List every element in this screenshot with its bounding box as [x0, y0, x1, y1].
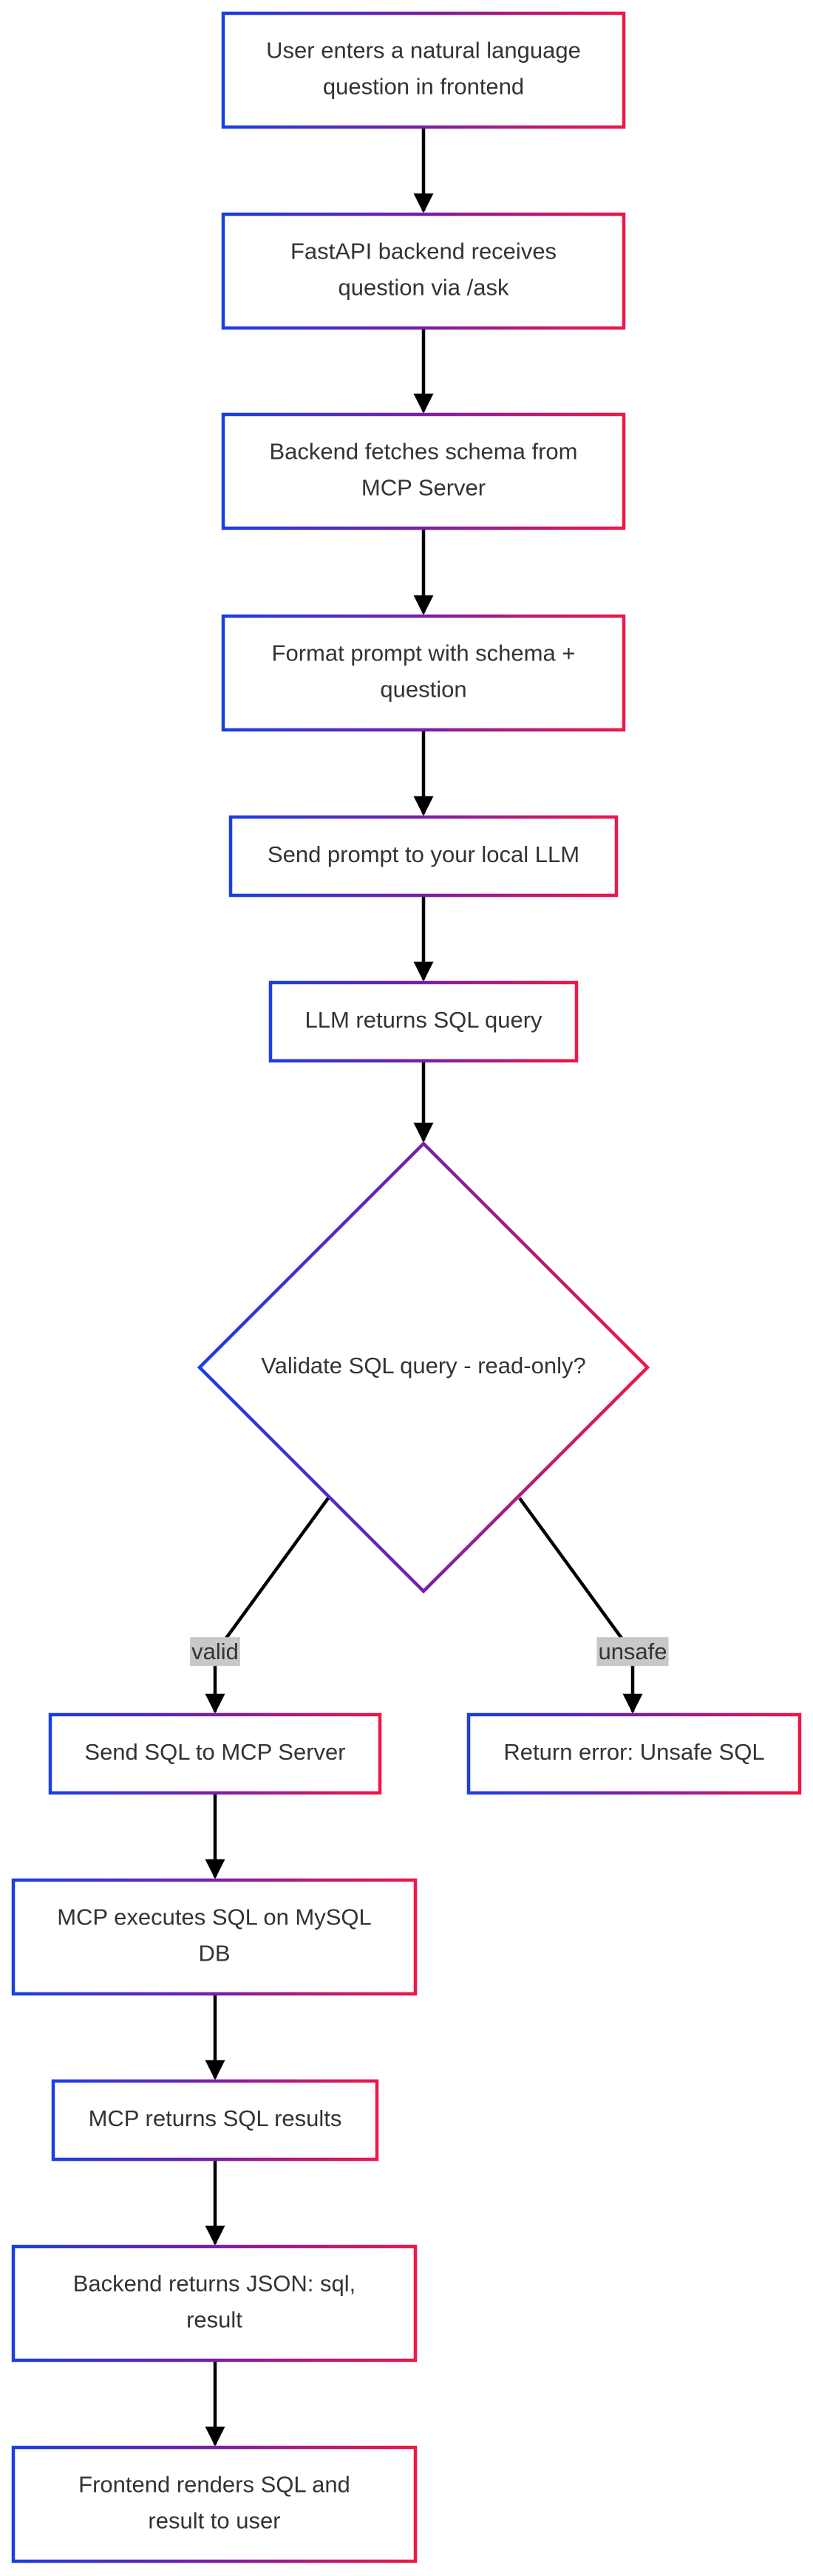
node-label-line: Send SQL to MCP Server: [84, 1739, 345, 1765]
process-box: [11, 2445, 418, 2563]
node-label: MCP executes SQL on MySQL DB: [57, 1904, 372, 1967]
node-n5: Send prompt to your local LLM: [228, 815, 619, 898]
node-label-line: MCP executes SQL on MySQL: [57, 1904, 372, 1930]
node-label: Frontend renders SQL and result to user: [78, 2472, 350, 2534]
nodes-layer: User enters a natural language question i…: [11, 11, 802, 2563]
node-label: User enters a natural language question i…: [266, 38, 581, 100]
process-box: [221, 11, 626, 129]
node-n12: Backend returns JSON: sql, result: [11, 2244, 418, 2363]
node-label: Validate SQL query - read-only?: [261, 1353, 585, 1378]
node-n9: Return error: Unsafe SQL: [466, 1712, 802, 1795]
node-label-line: Validate SQL query - read-only?: [261, 1353, 585, 1378]
node-label: Return error: Unsafe SQL: [503, 1739, 764, 1765]
node-label: Send SQL to MCP Server: [84, 1739, 345, 1765]
node-label-line: DB: [198, 1941, 230, 1967]
node-label-line: result: [186, 2307, 242, 2333]
node-label: FastAPI backend receives question via /as…: [290, 239, 557, 301]
node-n11: MCP returns SQL results: [51, 2079, 379, 2162]
process-box: [51, 2079, 379, 2162]
node-n8: Send SQL to MCP Server: [48, 1712, 382, 1795]
node-label: Send prompt to your local LLM: [268, 841, 579, 867]
node-label-line: MCP returns SQL results: [89, 2105, 342, 2131]
edge-n7-n8: [205, 1497, 330, 1714]
node-label-line: Backend returns JSON: sql,: [73, 2271, 356, 2297]
node-label-line: Frontend renders SQL and: [78, 2472, 350, 2498]
node-label: Backend returns JSON: sql, result: [73, 2271, 356, 2333]
process-box: [221, 412, 626, 530]
node-n7: Validate SQL query - read-only?: [197, 1141, 650, 1594]
edge-label-unsafe: unsafe: [596, 1637, 669, 1667]
node-label-line: LLM returns SQL query: [305, 1007, 542, 1033]
process-box: [48, 1712, 382, 1795]
edge-labels-layer: valid unsafe: [190, 1637, 669, 1667]
node-n6: LLM returns SQL query: [268, 980, 579, 1063]
decision-diamond: [197, 1141, 650, 1594]
node-label-line: User enters a natural language: [266, 38, 581, 64]
edge-label-background: [596, 1637, 669, 1667]
process-box: [228, 815, 619, 898]
process-box: [11, 2244, 418, 2363]
node-label-line: Format prompt with schema +: [272, 640, 576, 666]
node-n13: Frontend renders SQL and result to user: [11, 2445, 418, 2563]
process-box: [11, 1878, 418, 1996]
process-box: [466, 1712, 802, 1795]
node-label-line: MCP Server: [361, 475, 486, 501]
node-label-line: FastAPI backend receives: [290, 239, 557, 264]
node-n2: FastAPI backend receives question via /as…: [221, 212, 626, 330]
node-n1: User enters a natural language question i…: [221, 11, 626, 129]
edge-n7-n9: [518, 1497, 643, 1714]
process-box: [221, 614, 626, 732]
node-label-line: question via /ask: [339, 275, 509, 301]
process-box: [268, 980, 579, 1063]
edge-label-background: [190, 1637, 240, 1667]
node-label-line: result to user: [148, 2508, 280, 2534]
node-label-line: question: [380, 677, 466, 703]
edge-label-valid: valid: [190, 1637, 240, 1667]
edge-label-text: valid: [191, 1639, 239, 1664]
node-label-line: Return error: Unsafe SQL: [503, 1739, 764, 1765]
node-label: Format prompt with schema + question: [272, 640, 576, 703]
node-label-line: Backend fetches schema from: [270, 439, 578, 465]
node-label: LLM returns SQL query: [305, 1007, 542, 1033]
node-label-line: Send prompt to your local LLM: [268, 841, 579, 867]
edge-label-text: unsafe: [598, 1639, 667, 1664]
node-n10: MCP executes SQL on MySQL DB: [11, 1878, 418, 1996]
process-box: [221, 212, 626, 330]
node-label: MCP returns SQL results: [89, 2105, 342, 2131]
node-label-line: question in frontend: [323, 74, 524, 100]
node-n4: Format prompt with schema + question: [221, 614, 626, 732]
